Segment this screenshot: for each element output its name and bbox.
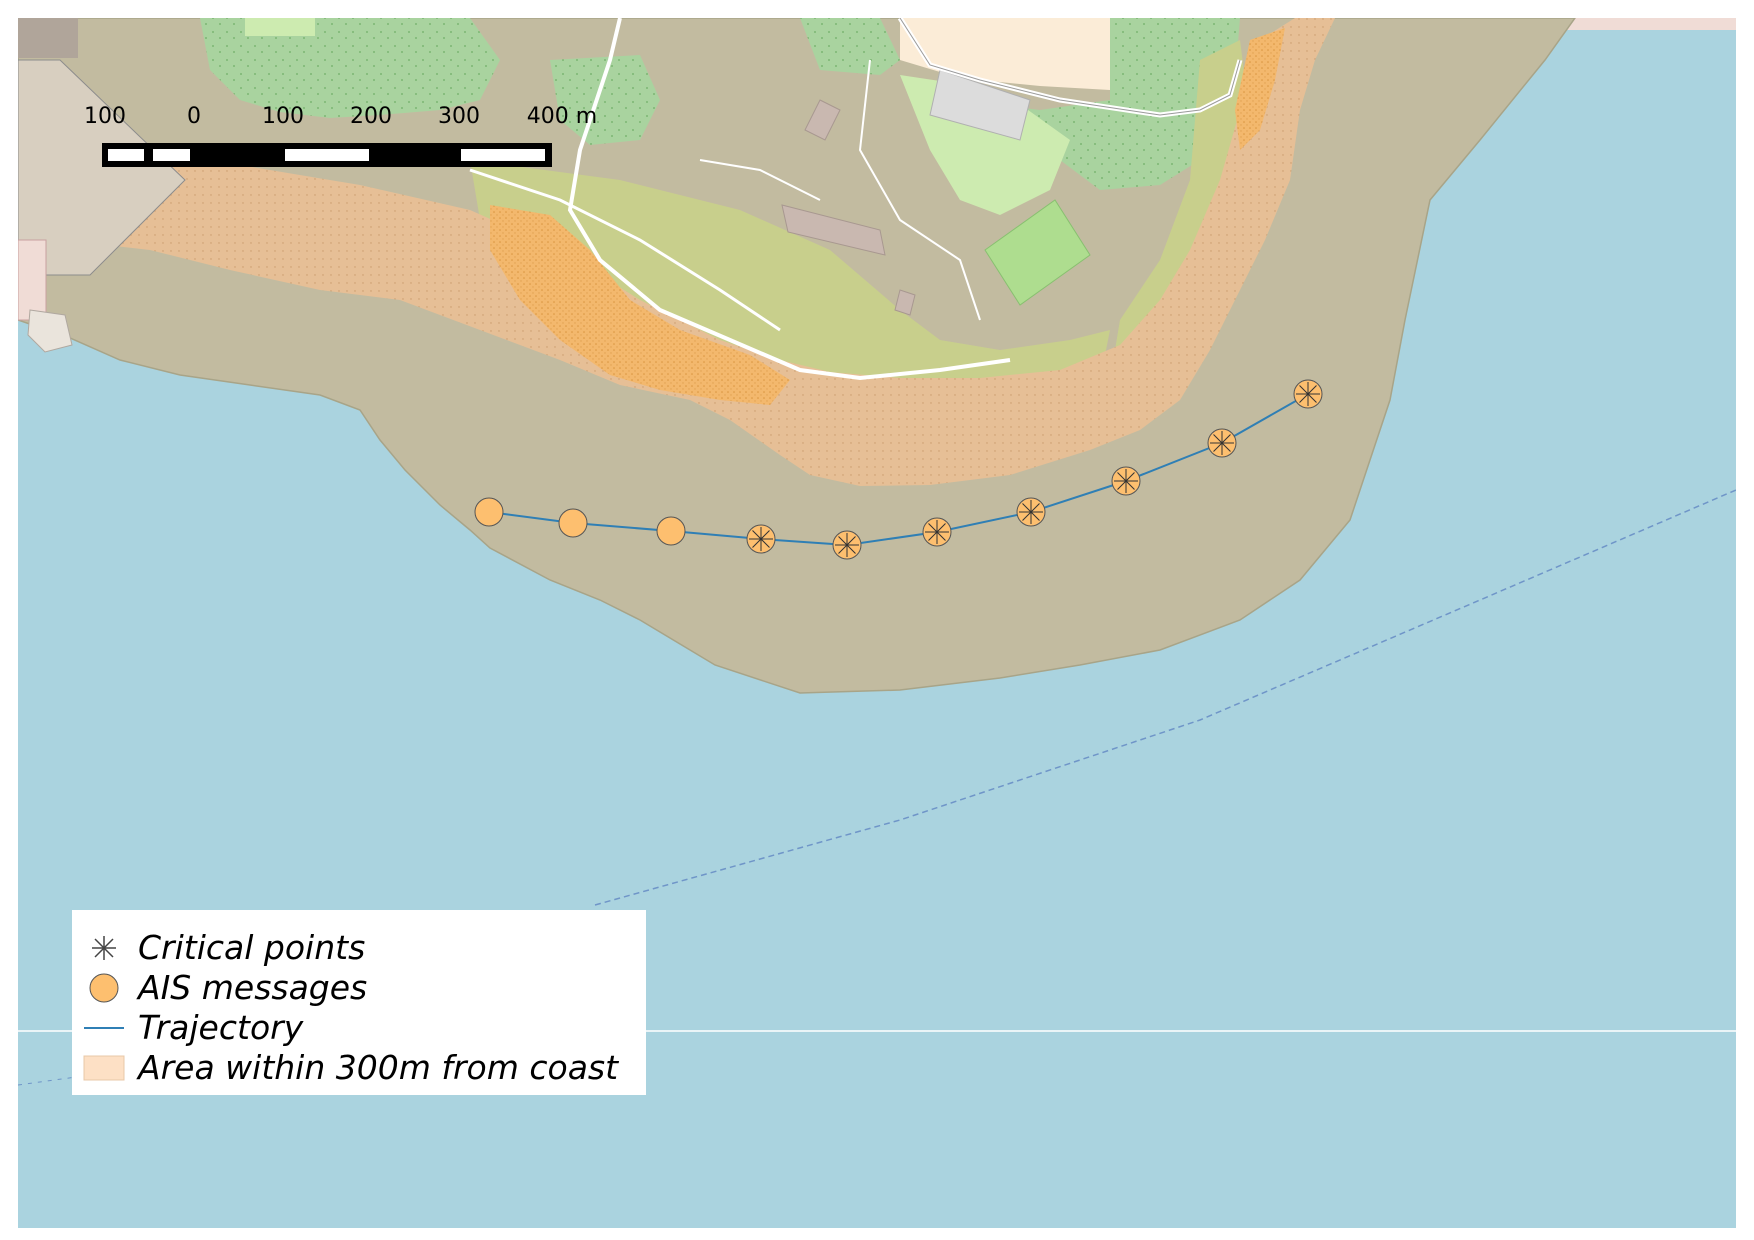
asterisk-icon [1296, 382, 1320, 406]
harbor-area [18, 59, 186, 276]
legend-label: AIS messages [138, 968, 368, 1007]
shipping-lane [594, 489, 1736, 906]
road [899, 18, 1241, 116]
legend-label: Area within 300m from coast [138, 1048, 619, 1087]
scale-bar-segment [153, 149, 190, 161]
asterisk-icon [925, 520, 949, 544]
scale-label: 200 [350, 104, 392, 129]
legend-item-critical-points: Critical points [72, 928, 646, 968]
ais-message-point[interactable] [656, 516, 686, 546]
scale-bar [102, 143, 552, 167]
scale-label: 400 m [526, 104, 598, 129]
scale-bar-segment [108, 149, 144, 161]
sports-field [984, 199, 1091, 306]
building [804, 99, 841, 141]
asterisk-icon [749, 527, 773, 551]
building [929, 69, 1031, 141]
ais-message-point[interactable] [474, 497, 504, 527]
blue-line-icon [84, 1027, 124, 1029]
trajectory-line [488, 393, 1309, 547]
critical-ais-message-point[interactable] [746, 524, 776, 554]
forest-center [550, 55, 660, 145]
critical-ais-message-point[interactable] [1016, 497, 1046, 527]
scrub-area-east [1110, 40, 1250, 380]
scale-label: 300 [438, 104, 480, 129]
asterisk-icon [92, 936, 116, 960]
top-left-block [18, 18, 78, 58]
building [781, 204, 886, 256]
scale-bar-segment [461, 149, 545, 161]
legend-label: Critical points [138, 928, 366, 967]
asterisk-icon [1019, 500, 1043, 524]
pier [18, 239, 47, 321]
ais-message-point[interactable] [558, 508, 588, 538]
building [894, 289, 916, 316]
asterisk-icon [835, 533, 859, 557]
path [699, 159, 821, 201]
critical-ais-message-point[interactable] [922, 517, 952, 547]
critical-ais-message-point[interactable] [1293, 379, 1323, 409]
legend-item-ais-messages: AIS messages [72, 968, 646, 1008]
legend-item-coastal-area: Area within 300m from coast [72, 1048, 646, 1088]
critical-ais-message-point[interactable] [1111, 466, 1141, 496]
legend-label: Trajectory [138, 1008, 304, 1047]
critical-ais-message-point[interactable] [832, 530, 862, 560]
dock [27, 309, 73, 353]
grass-patch [245, 18, 315, 36]
critical-ais-message-point[interactable] [1207, 428, 1237, 458]
scale-label: 100 [84, 104, 126, 129]
orange-circle-icon [89, 973, 119, 1003]
asterisk-icon [1210, 431, 1234, 455]
peach-square-icon [83, 1055, 125, 1081]
legend-item-trajectory: Trajectory [72, 1008, 646, 1048]
ais-messages-layer [474, 379, 1323, 560]
road [469, 168, 781, 332]
beach-sand-east [1235, 28, 1285, 150]
forest-north [800, 18, 900, 75]
scrub-area [470, 160, 1110, 420]
road [567, 18, 1011, 381]
scale-label: 0 [187, 104, 201, 129]
scale-bar-segment [285, 149, 369, 161]
beach-sand [490, 205, 790, 405]
path [858, 59, 981, 321]
forest-west [200, 18, 500, 118]
map-legend: Critical points AIS messages Trajectory … [72, 910, 646, 1095]
asterisk-icon [1114, 469, 1138, 493]
scale-label: 100 [262, 104, 304, 129]
